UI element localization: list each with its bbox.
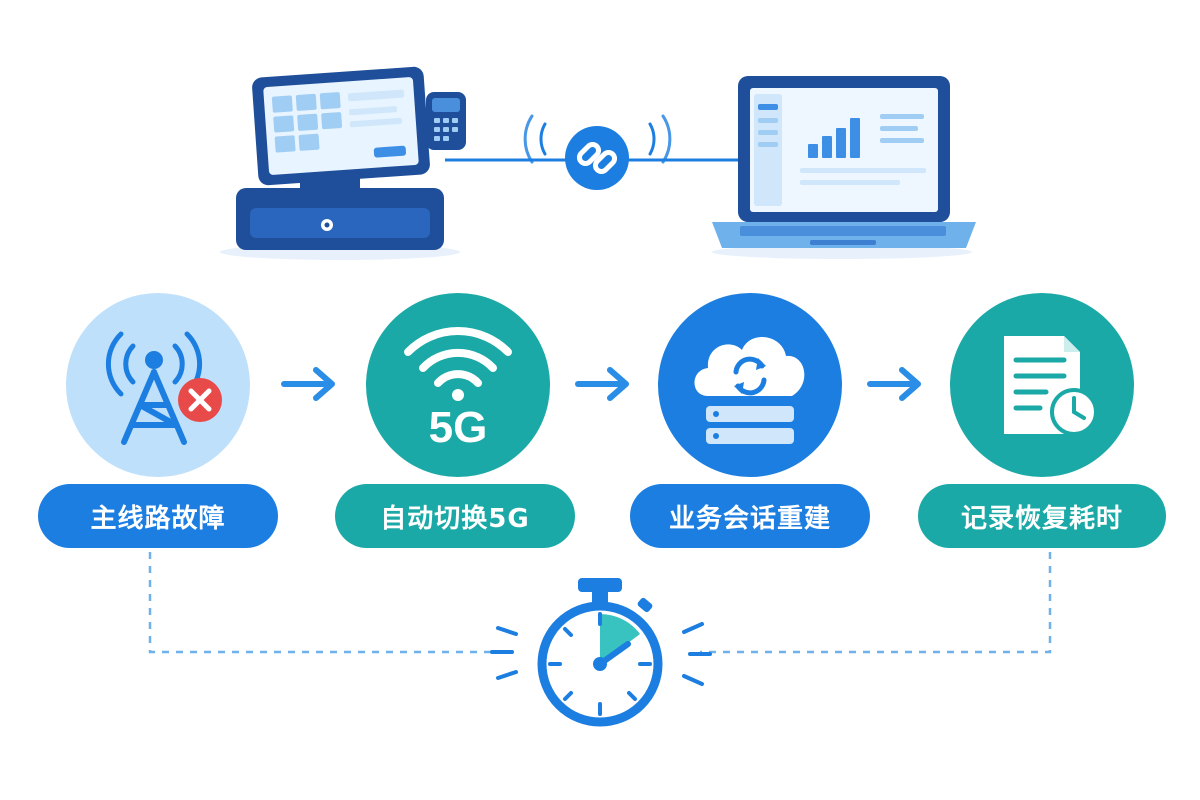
cell-tower-error-icon — [66, 293, 250, 477]
cloud-sync-server-icon — [658, 293, 842, 477]
link-chain-icon — [523, 114, 672, 190]
arrow-right-icon — [281, 367, 335, 401]
step-label-session-rebuild: 业务会话重建 — [630, 484, 870, 548]
stopwatch-icon — [490, 578, 712, 727]
arrow-right-icon — [867, 367, 921, 401]
wifi-5g-icon: 5G — [366, 293, 550, 477]
step-label-switch-5g: 自动切换5G — [335, 484, 575, 548]
pos-terminal-icon — [220, 66, 466, 260]
badge-5g: 5G — [429, 403, 488, 452]
step-label-record-recovery-time: 记录恢复耗时 — [918, 484, 1166, 548]
document-clock-icon — [950, 293, 1134, 477]
step-label-line-failure: 主线路故障 — [38, 484, 278, 548]
arrow-right-icon — [575, 367, 629, 401]
timeline-dashed-line — [148, 552, 1052, 654]
laptop-dashboard-icon — [712, 76, 976, 259]
